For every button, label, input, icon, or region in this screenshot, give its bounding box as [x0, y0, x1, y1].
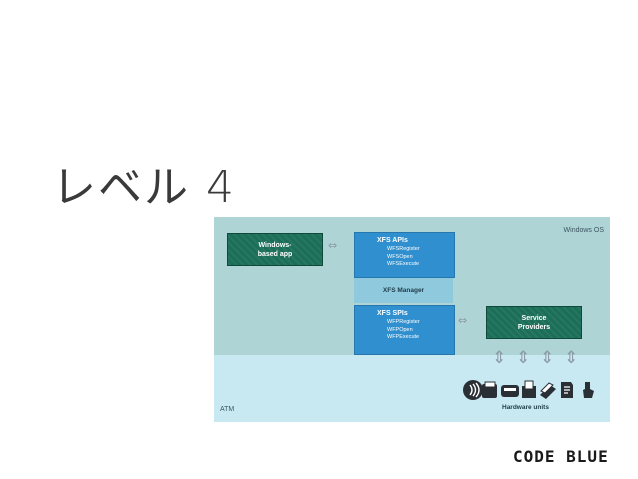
pinpad-icon [583, 382, 594, 398]
service-providers-box: Service Providers [486, 306, 582, 339]
xfs-spi-item: WFPOpen [387, 326, 413, 333]
windows-os-label: Windows OS [563, 227, 604, 234]
up-down-arrow-icon: ⇕ [540, 348, 555, 368]
app-api-connector: ⇔ [328, 239, 338, 252]
hardware-icons [462, 379, 600, 401]
xfs-spis-title: XFS SPIs [377, 310, 408, 317]
service-providers-line1: Service [521, 314, 547, 322]
service-providers-line2: Providers [517, 323, 551, 331]
card-reader-icon [482, 381, 497, 398]
slide-title: レベル 4 [52, 162, 236, 213]
up-down-arrow-icon: ⇕ [564, 348, 579, 368]
xfs-spi-item: WFPExecute [387, 334, 420, 340]
xfs-architecture-diagram: Windows OS Windows- based app ⇔ XFS APIs… [214, 217, 610, 422]
xfs-apis-title: XFS APIs [377, 237, 408, 244]
xfs-api-item: WFSRegister [387, 246, 420, 252]
xfs-api-item: WFSOpen [387, 253, 413, 260]
xfs-apis-box: XFS APIs WFSRegister WFSOpen WFSExecute [354, 232, 455, 278]
up-down-arrow-icon: ⇕ [516, 348, 531, 368]
contactless-icon [463, 380, 483, 400]
document-icon [561, 382, 573, 398]
hardware-units-label: Hardware units [502, 404, 549, 411]
up-down-arrow-icon: ⇕ [492, 348, 507, 368]
spi-provider-connector: ⇔ [458, 314, 468, 327]
code-blue-logo: CODE BLUE [513, 447, 609, 466]
xfs-api-item: WFSExecute [387, 261, 420, 267]
windows-app-line1: Windows- [258, 241, 292, 249]
atm-label: ATM [220, 406, 235, 413]
windows-app-box: Windows- based app [227, 233, 323, 266]
xfs-spi-item: WFPRegister [387, 319, 420, 325]
cash-dispenser-icon [501, 385, 519, 397]
receipt-printer-icon [522, 380, 536, 398]
cash-stack-icon [540, 382, 556, 399]
xfs-manager-box: XFS Manager [354, 278, 453, 303]
xfs-spis-box: XFS SPIs WFPRegister WFPOpen WFPExecute [354, 305, 455, 355]
windows-app-line2: based app [257, 250, 293, 258]
